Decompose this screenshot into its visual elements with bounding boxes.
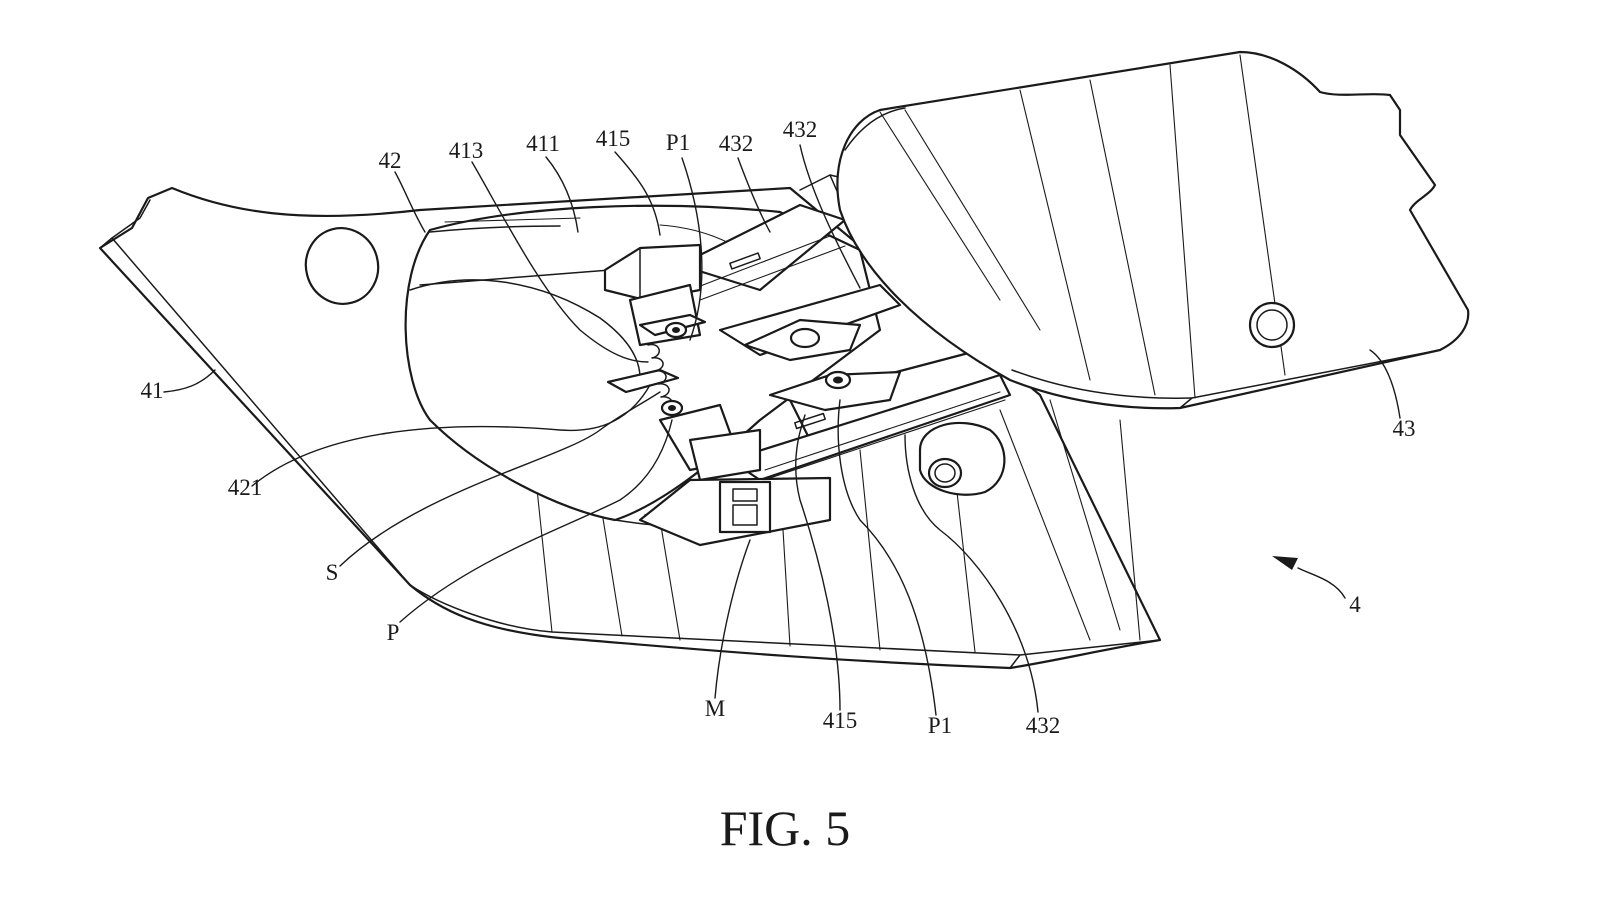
label-42: 42 [379,148,402,173]
label-4: 4 [1349,592,1361,617]
label-p1-bottom: P1 [928,713,952,738]
label-m: M [705,696,725,721]
label-415-top: 415 [596,126,631,151]
leader-lines [163,144,1401,716]
label-413: 413 [449,138,484,163]
label-p: P [387,620,400,645]
label-41: 41 [141,378,164,403]
label-432-top-b: 432 [783,117,818,142]
label-43: 43 [1393,416,1416,441]
reference-labels: 41 42 413 411 415 P1 432 432 43 4 421 S … [141,117,1416,738]
label-432-top-a: 432 [719,131,754,156]
label-411: 411 [526,131,560,156]
label-421: 421 [228,475,263,500]
label-432-bottom: 432 [1026,713,1061,738]
boss [918,421,1006,496]
label-s: S [326,560,339,585]
figure-caption: FIG. 5 [720,800,851,856]
label-415-bottom: 415 [823,708,858,733]
cover [836,50,1470,410]
latch-module [638,476,832,547]
spring-and-pin [606,313,852,417]
label-p1-top: P1 [666,130,690,155]
